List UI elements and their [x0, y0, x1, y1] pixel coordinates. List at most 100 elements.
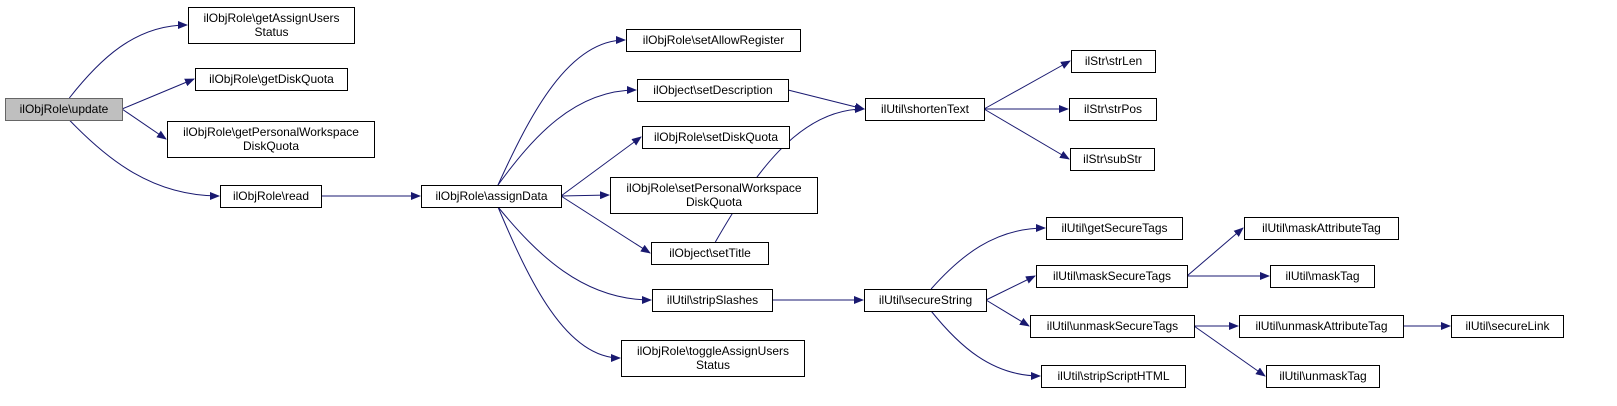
node-label: ilUtil\unmaskTag — [1279, 369, 1366, 383]
node-str-pos[interactable]: ilStr\strPos — [1069, 98, 1157, 121]
edge-update-to-get-assign-users-status — [68, 21, 188, 99]
node-box — [864, 289, 987, 312]
edge-assign-data-to-set-allow-register — [497, 36, 626, 186]
node-box — [195, 68, 348, 91]
edge-assign-data-to-strip-slashes — [497, 206, 652, 304]
node-secure-link[interactable]: ilUtil\secureLink — [1451, 315, 1564, 338]
node-label: ilUtil\stripSlashes — [667, 293, 758, 307]
node-mask-secure-tags[interactable]: ilUtil\maskSecureTags — [1036, 265, 1188, 288]
edge-assign-data-to-set-title — [560, 195, 651, 254]
node-label: ilObjRole\getDiskQuota — [209, 72, 334, 86]
node-box — [5, 98, 123, 121]
node-secure-string[interactable]: ilUtil\secureString — [864, 289, 987, 312]
node-box — [652, 289, 773, 312]
node-box — [1046, 217, 1183, 240]
node-label: ilUtil\maskSecureTags — [1053, 269, 1171, 283]
node-label: ilObject\setTitle — [669, 246, 751, 260]
nodes-layer: ilObjRole\update ilObjRole\getAssignUsers… — [5, 7, 1564, 388]
edge-shorten-text-to-str-len — [983, 60, 1071, 110]
node-set-allow-register[interactable]: ilObjRole\setAllowRegister — [626, 29, 801, 52]
node-label: ilObjRole\getAssignUsers — [203, 11, 339, 25]
node-box — [626, 29, 801, 52]
edge-secure-string-to-unmask-secure-tags — [985, 299, 1030, 327]
node-box — [865, 98, 985, 121]
node-get-disk-quota[interactable]: ilObjRole\getDiskQuota — [195, 68, 348, 91]
node-label: ilObjRole\update — [20, 102, 109, 116]
node-label: ilUtil\shortenText — [881, 102, 970, 116]
node-label: DiskQuota — [686, 195, 742, 209]
node-set-description[interactable]: ilObject\setDescription — [637, 79, 789, 102]
node-box — [1244, 217, 1399, 240]
node-unmask-secure-tags[interactable]: ilUtil\unmaskSecureTags — [1030, 315, 1195, 338]
node-label: Status — [696, 358, 730, 372]
node-box — [421, 185, 562, 208]
edge-update-to-read — [68, 119, 220, 200]
node-label: ilStr\subStr — [1083, 152, 1142, 166]
node-label: ilUtil\maskAttributeTag — [1262, 221, 1381, 235]
node-mask-attribute-tag[interactable]: ilUtil\maskAttributeTag — [1244, 217, 1399, 240]
node-box — [167, 121, 375, 158]
node-label: ilObjRole\toggleAssignUsers — [637, 344, 789, 358]
edge-unmask-secure-tags-to-unmask-tag — [1193, 325, 1266, 377]
node-box — [637, 79, 789, 102]
edge-assign-data-to-set-description — [497, 86, 637, 186]
node-label: ilUtil\getSecureTags — [1061, 221, 1167, 235]
node-box — [642, 126, 790, 149]
node-box — [220, 185, 322, 208]
node-label: ilUtil\maskTag — [1285, 269, 1359, 283]
node-label: ilObjRole\setAllowRegister — [643, 33, 784, 47]
node-label: ilObjRole\setPersonalWorkspace — [626, 181, 802, 195]
node-label: ilUtil\unmaskAttributeTag — [1255, 319, 1387, 333]
node-box — [1041, 365, 1186, 388]
node-label: ilUtil\secureString — [879, 293, 972, 307]
node-assign-data[interactable]: ilObjRole\assignData — [421, 185, 562, 208]
node-box — [651, 242, 769, 265]
edge-secure-string-to-get-secure-tags — [930, 224, 1046, 290]
edge-assign-data-to-toggle-assign-users-status — [497, 206, 621, 362]
edges-layer — [68, 21, 1451, 380]
node-label: ilUtil\secureLink — [1465, 319, 1550, 333]
node-box — [1451, 315, 1564, 338]
node-label: ilObjRole\read — [233, 189, 309, 203]
node-read[interactable]: ilObjRole\read — [220, 185, 322, 208]
node-sub-str[interactable]: ilStr\subStr — [1070, 148, 1155, 171]
node-get-secure-tags[interactable]: ilUtil\getSecureTags — [1046, 217, 1183, 240]
node-strip-script-html[interactable]: ilUtil\stripScriptHTML — [1041, 365, 1186, 388]
node-box — [188, 7, 355, 44]
node-strip-slashes[interactable]: ilUtil\stripSlashes — [652, 289, 773, 312]
edge-secure-string-to-strip-script-html — [930, 310, 1041, 380]
edge-secure-string-to-mask-secure-tags — [985, 275, 1036, 301]
edge-shorten-text-to-sub-str — [983, 108, 1070, 160]
node-box — [1069, 98, 1157, 121]
node-label: ilObjRole\setDiskQuota — [654, 130, 778, 144]
node-shorten-text[interactable]: ilUtil\shortenText — [865, 98, 985, 121]
edge-assign-data-to-set-disk-quota — [560, 136, 642, 197]
edge-set-description-to-shorten-text — [787, 89, 865, 111]
node-set-title[interactable]: ilObject\setTitle — [651, 242, 769, 265]
node-update[interactable]: ilObjRole\update — [5, 98, 123, 121]
node-box — [621, 340, 805, 377]
node-label: DiskQuota — [243, 139, 299, 153]
node-set-disk-quota[interactable]: ilObjRole\setDiskQuota — [642, 126, 790, 149]
edge-update-to-get-disk-quota — [121, 78, 195, 110]
node-label: ilObjRole\assignData — [435, 189, 547, 203]
node-unmask-tag[interactable]: ilUtil\unmaskTag — [1266, 365, 1380, 388]
node-label: Status — [254, 25, 288, 39]
node-str-len[interactable]: ilStr\strLen — [1071, 50, 1156, 73]
node-box — [1036, 265, 1188, 288]
node-box — [1239, 315, 1404, 338]
node-box — [1270, 265, 1375, 288]
node-mask-tag[interactable]: ilUtil\maskTag — [1270, 265, 1375, 288]
node-box — [1071, 50, 1156, 73]
node-box — [610, 177, 818, 214]
node-label: ilUtil\unmaskSecureTags — [1047, 319, 1178, 333]
node-label: ilStr\strPos — [1084, 102, 1142, 116]
node-box — [1070, 148, 1155, 171]
node-label: ilObject\setDescription — [653, 83, 772, 97]
node-unmask-attribute-tag[interactable]: ilUtil\unmaskAttributeTag — [1239, 315, 1404, 338]
